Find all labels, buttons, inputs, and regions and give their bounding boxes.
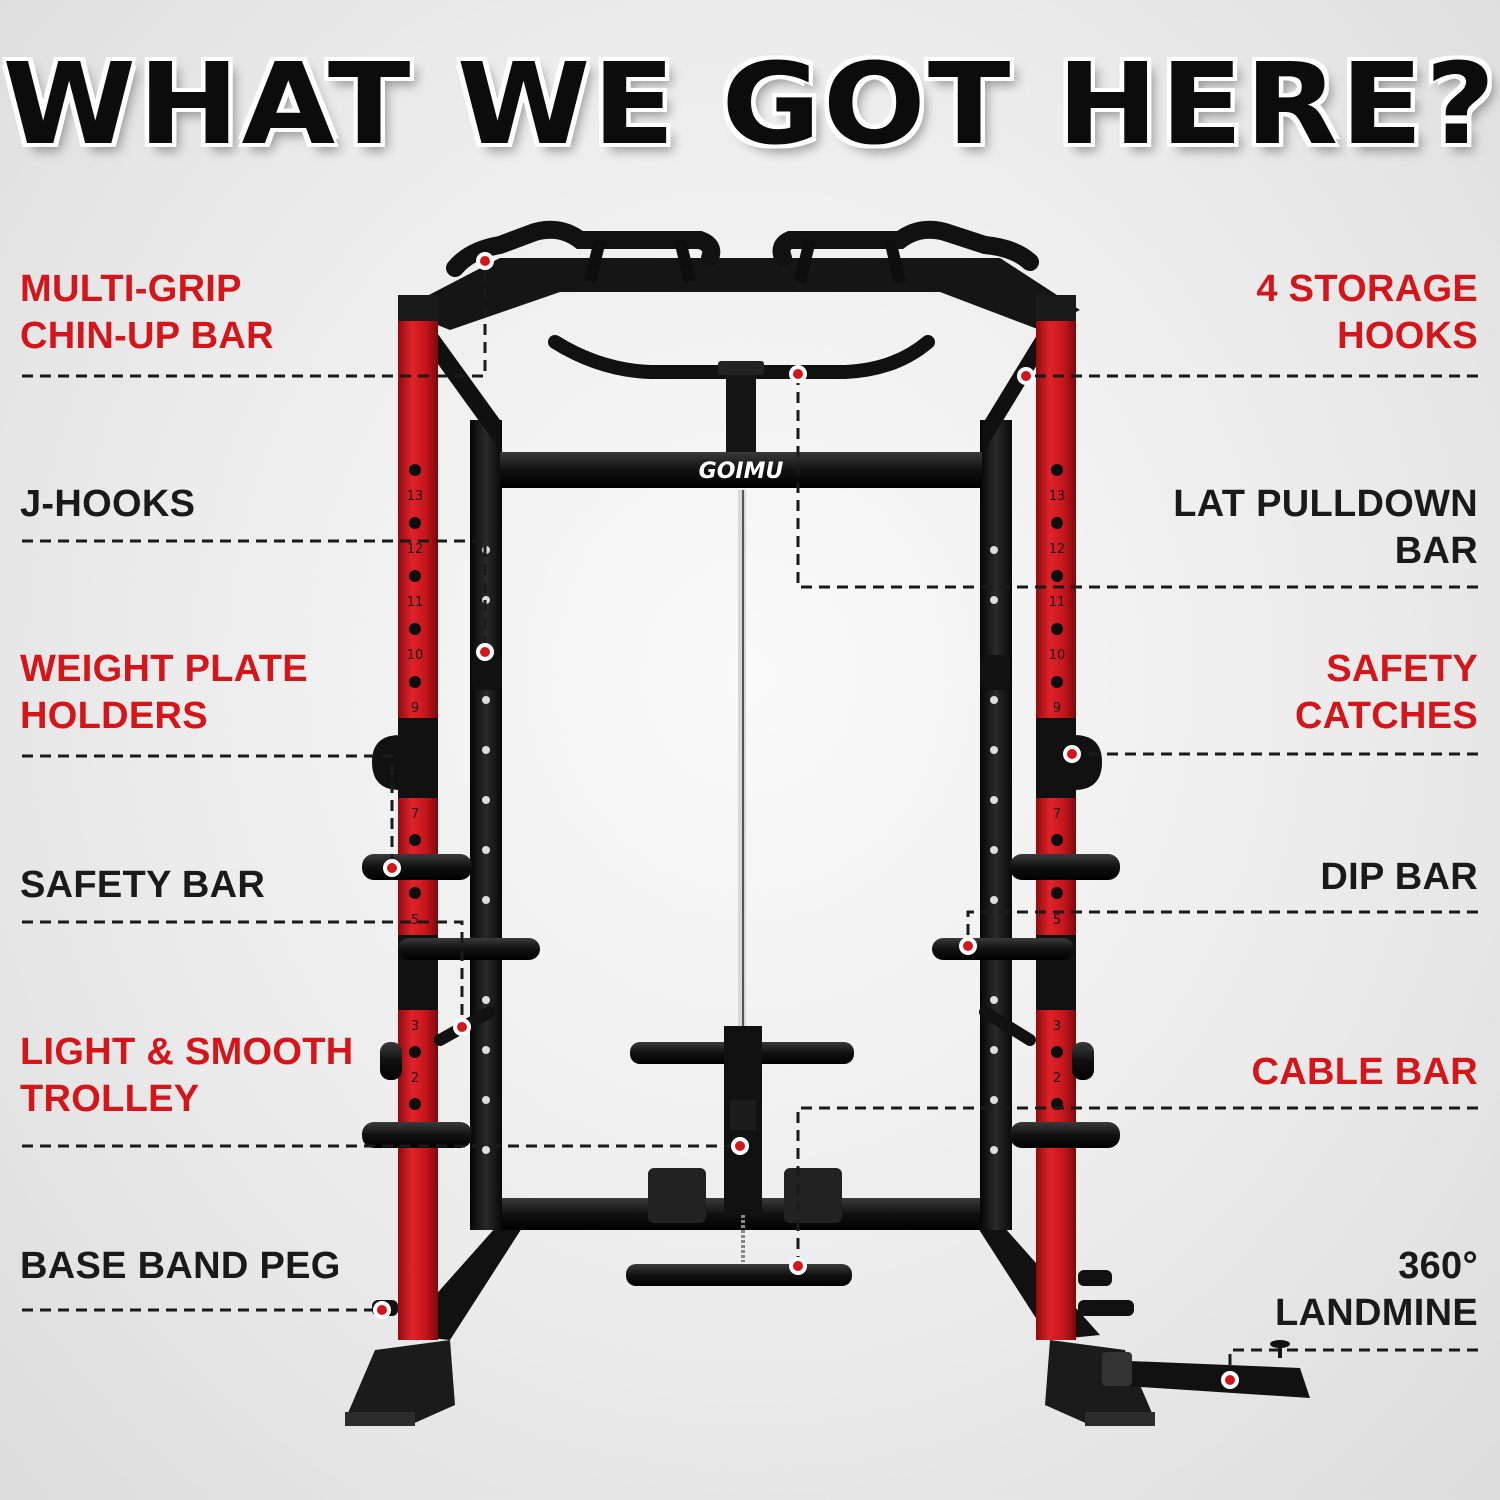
leader-lines (22, 261, 1478, 1380)
top-frame (400, 220, 1080, 450)
svg-text:11: 11 (1049, 595, 1066, 610)
base-frame (345, 1198, 1155, 1426)
marker-dot (789, 365, 807, 383)
rear-upright-holes (482, 546, 998, 1154)
safety-catch-left (372, 718, 438, 798)
page-headline: WHAT WE GOT HERE? (2, 40, 1498, 170)
svg-text:13: 13 (1049, 489, 1066, 504)
svg-text:10: 10 (407, 648, 424, 663)
marker-dot (731, 1137, 749, 1155)
j-hook-right (980, 655, 1010, 690)
marker-dot (476, 252, 494, 270)
safety-bar-right (979, 1006, 1036, 1046)
svg-text:13: 13 (407, 489, 424, 504)
svg-text:10: 10 (1049, 648, 1066, 663)
label-base-band-peg: BASE BAND PEG (20, 1245, 341, 1287)
landmine (1102, 1340, 1310, 1398)
j-hook-left (472, 655, 502, 690)
marker-dot (1221, 1371, 1239, 1389)
marker-dot (383, 859, 401, 877)
marker-dot (959, 937, 977, 955)
svg-text:2: 2 (411, 1071, 419, 1086)
label-multi-grip-chin-up-bar: MULTI-GRIP CHIN-UP BAR (20, 268, 274, 357)
label-4-storage-hooks: 4 STORAGE HOOKS (1256, 268, 1478, 357)
label-j-hooks: J-HOOKS (20, 483, 196, 525)
svg-text:9: 9 (1053, 701, 1061, 716)
brand-crossbar (500, 452, 982, 488)
svg-text:5: 5 (1053, 913, 1061, 928)
marker-dots (373, 252, 1239, 1389)
label-weight-plate-holders: WEIGHT PLATE HOLDERS (20, 648, 308, 737)
lat-pulldown (548, 335, 935, 1190)
marker-dot (373, 1301, 391, 1319)
label-light-smooth-trolley: LIGHT & SMOOTH TROLLEY (20, 1031, 354, 1120)
marker-dot (1017, 367, 1035, 385)
marker-dot (453, 1018, 471, 1036)
cable-trolley (626, 1026, 854, 1286)
label-lat-pulldown-bar: LAT PULLDOWN BAR (1173, 483, 1478, 572)
label-safety-bar: SAFETY BAR (20, 864, 266, 906)
svg-text:11: 11 (407, 595, 424, 610)
svg-text:3: 3 (1053, 1019, 1061, 1034)
front-upright-holes (409, 464, 1063, 1110)
label-dip-bar: DIP BAR (1320, 856, 1478, 898)
svg-text:12: 12 (407, 542, 424, 557)
svg-text:12: 12 (1049, 542, 1066, 557)
svg-text:9: 9 (411, 701, 419, 716)
svg-text:7: 7 (1053, 807, 1061, 822)
rear-right-upright (980, 420, 1012, 1230)
label-cable-bar: CABLE BAR (1251, 1051, 1478, 1093)
brand-logo: GOIMU (699, 459, 784, 484)
svg-text:2: 2 (1053, 1071, 1061, 1086)
marker-dot (1063, 745, 1081, 763)
svg-text:5: 5 (411, 913, 419, 928)
label-safety-catches: SAFETY CATCHES (1295, 648, 1478, 737)
svg-text:7: 7 (411, 807, 419, 822)
marker-dot (789, 1257, 807, 1275)
label-360-landmine: 360° LANDMINE (1275, 1245, 1478, 1334)
marker-dot (476, 643, 494, 661)
dip-bars (398, 935, 1076, 1010)
svg-text:3: 3 (411, 1019, 419, 1034)
